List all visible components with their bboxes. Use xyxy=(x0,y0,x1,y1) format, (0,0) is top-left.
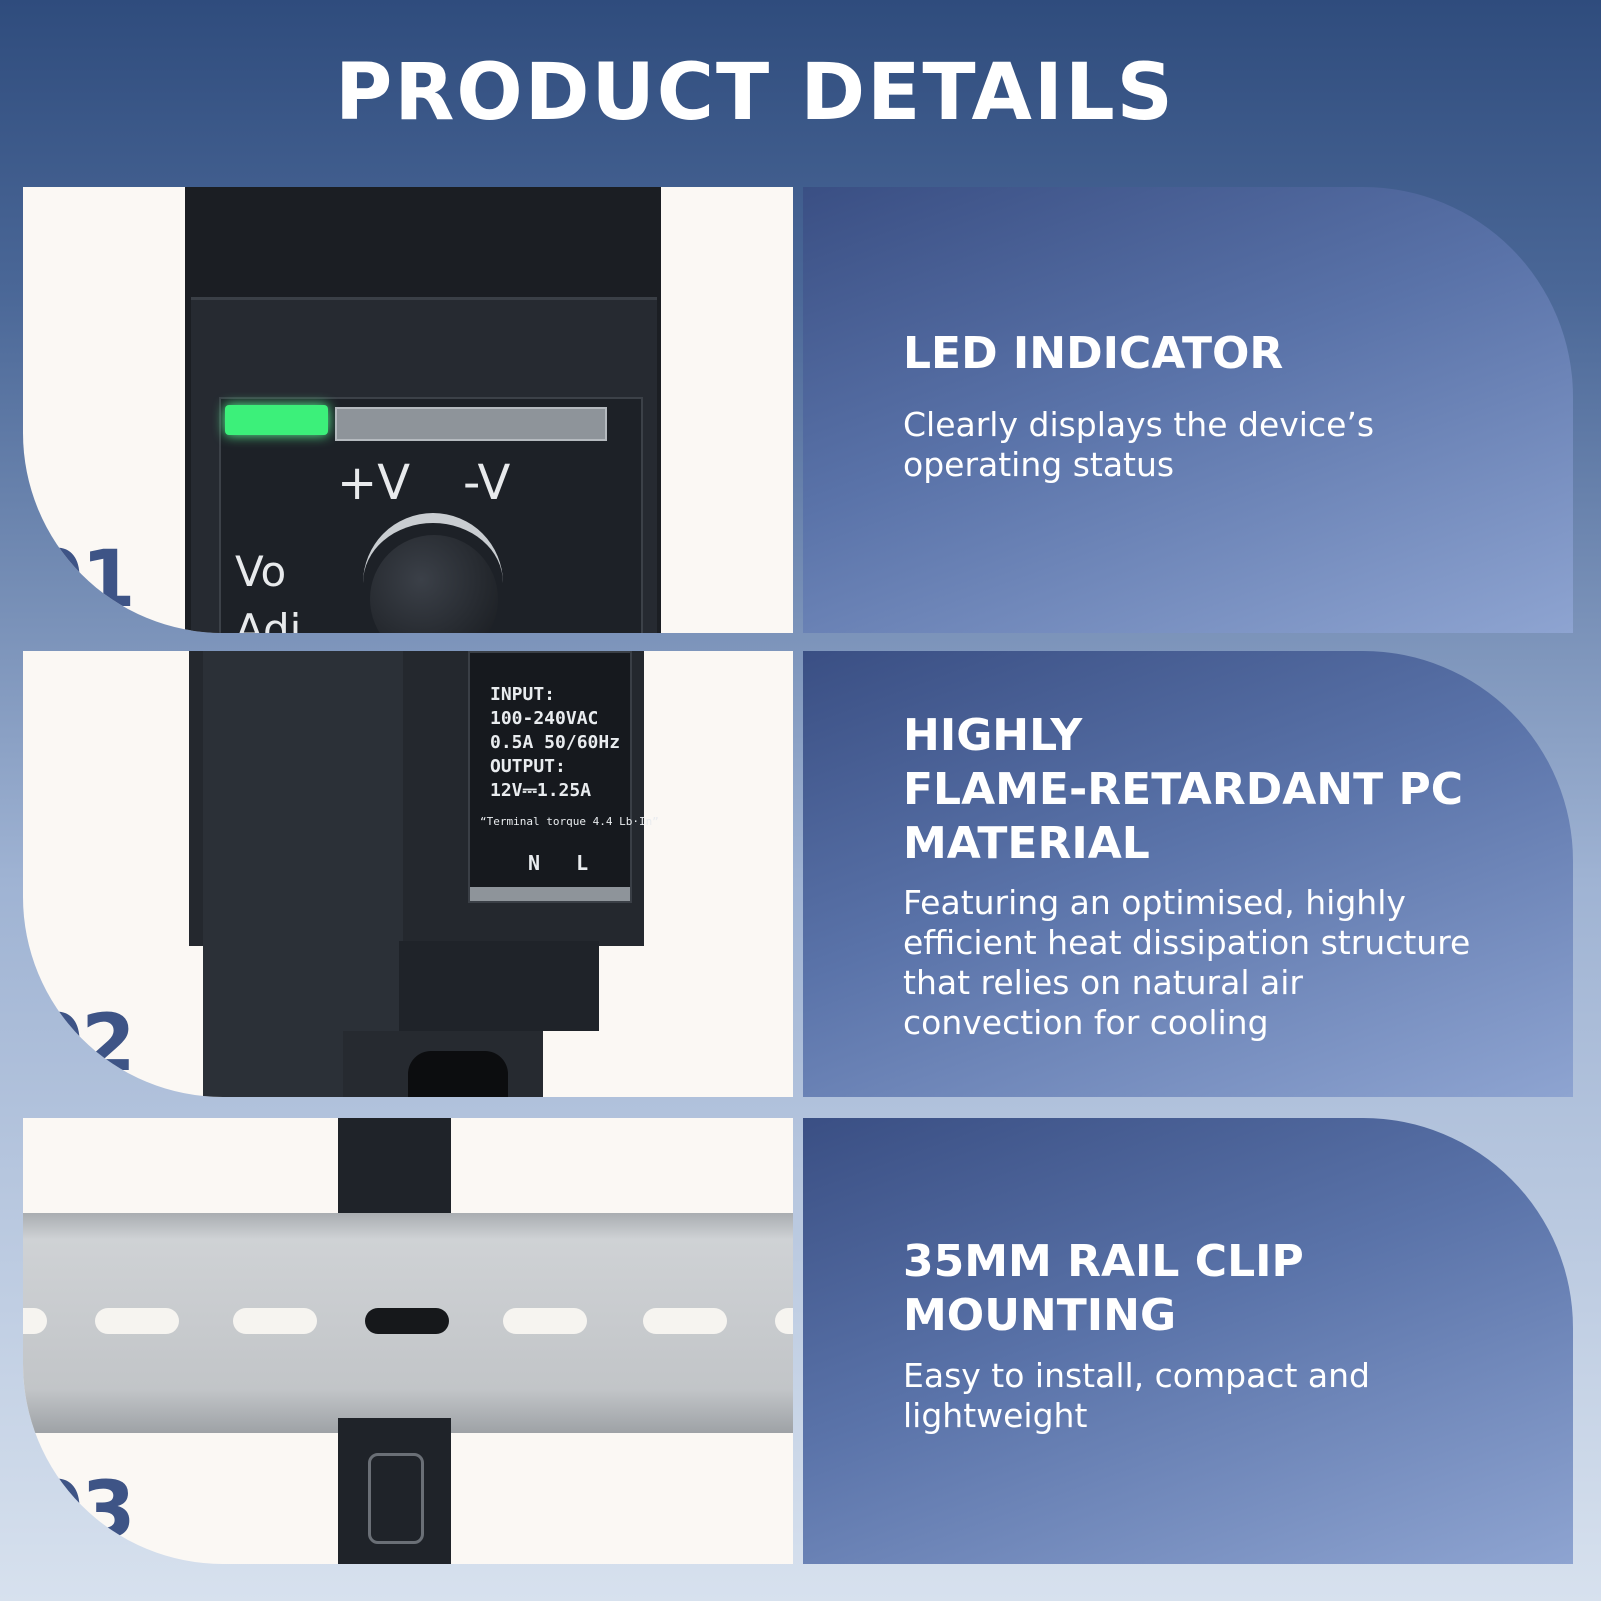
feature-title-line: MATERIAL xyxy=(903,818,1150,869)
material-photo: INPUT: 100-240VAC 0.5A 50/60Hz OUTPUT: 1… xyxy=(23,651,793,1097)
led-light xyxy=(225,405,328,435)
spec-line: 12V⎓1.25A xyxy=(490,780,592,801)
feature-description: Clearly displays the device’s operating … xyxy=(903,405,1375,484)
feature-row-material: INPUT: 100-240VAC 0.5A 50/60Hz OUTPUT: 1… xyxy=(23,651,1573,1097)
din-rail xyxy=(23,1213,793,1433)
label-strip xyxy=(470,887,630,901)
rail-slot xyxy=(503,1308,587,1334)
terminal-labels: N L xyxy=(528,851,589,875)
vo-label: Vo xyxy=(235,547,287,596)
feature-text-panel: HIGHLY FLAME-RETARDANT PC MATERIAL Featu… xyxy=(803,651,1573,1097)
feature-text-panel: LED INDICATOR Clearly displays the devic… xyxy=(803,187,1573,633)
feature-row-rail: 03 35MM RAIL CLIP MOUNTING Easy to insta… xyxy=(23,1118,1573,1564)
rail-slot xyxy=(775,1308,793,1334)
feature-title-line: HIGHLY xyxy=(903,710,1083,761)
spec-line: INPUT: xyxy=(490,684,556,705)
feature-title-line: FLAME-RETARDANT PC xyxy=(903,764,1463,815)
feature-title-line: 35MM RAIL CLIP xyxy=(903,1236,1304,1287)
rail-slot xyxy=(95,1308,179,1334)
spec-label-plate: INPUT: 100-240VAC 0.5A 50/60Hz OUTPUT: 1… xyxy=(468,651,659,903)
rail-slot xyxy=(233,1308,317,1334)
feature-text-panel: 35MM RAIL CLIP MOUNTING Easy to install,… xyxy=(803,1118,1573,1564)
knob-arc-icon xyxy=(363,513,503,583)
rail-slot xyxy=(643,1308,727,1334)
feature-title-line: MOUNTING xyxy=(903,1290,1177,1341)
device-side xyxy=(203,651,403,1097)
spec-line: 0.5A 50/60Hz xyxy=(490,732,621,753)
clip-hole-icon xyxy=(408,1051,508,1097)
feature-row-led: +V -V Vo Adj 01 LED INDICATOR Clearly di… xyxy=(23,187,1573,633)
plus-v-label: +V xyxy=(337,455,411,511)
feature-description: Easy to install, compact and lightweight xyxy=(903,1356,1370,1435)
feature-number: 01 xyxy=(29,535,136,625)
rail-clip xyxy=(338,1418,451,1564)
feature-title: LED INDICATOR xyxy=(903,328,1284,379)
device-body xyxy=(338,1118,451,1226)
rail-slot xyxy=(365,1308,449,1334)
feature-description: Featuring an optimised, highly efficient… xyxy=(903,883,1471,1042)
device-step xyxy=(399,941,599,1031)
spec-line: 100-240VAC xyxy=(490,708,599,729)
feature-number: 02 xyxy=(29,999,136,1089)
feature-title: 35MM RAIL CLIP MOUNTING xyxy=(903,1235,1304,1343)
led-window xyxy=(335,407,607,441)
rail-slot xyxy=(23,1308,47,1334)
spec-line: OUTPUT: xyxy=(490,756,566,777)
minus-v-label: -V xyxy=(463,455,511,511)
torque-note: “Terminal torque 4.4 Lb·In” xyxy=(480,815,659,828)
adj-label: Adj xyxy=(235,605,302,633)
clip-spring-icon xyxy=(368,1453,424,1544)
feature-number: 03 xyxy=(29,1466,136,1556)
led-indicator-photo: +V -V Vo Adj 01 xyxy=(23,187,793,633)
rail-photo: 03 xyxy=(23,1118,793,1564)
feature-title: HIGHLY FLAME-RETARDANT PC MATERIAL xyxy=(903,709,1463,871)
page-title: PRODUCT DETAILS xyxy=(335,48,1175,138)
